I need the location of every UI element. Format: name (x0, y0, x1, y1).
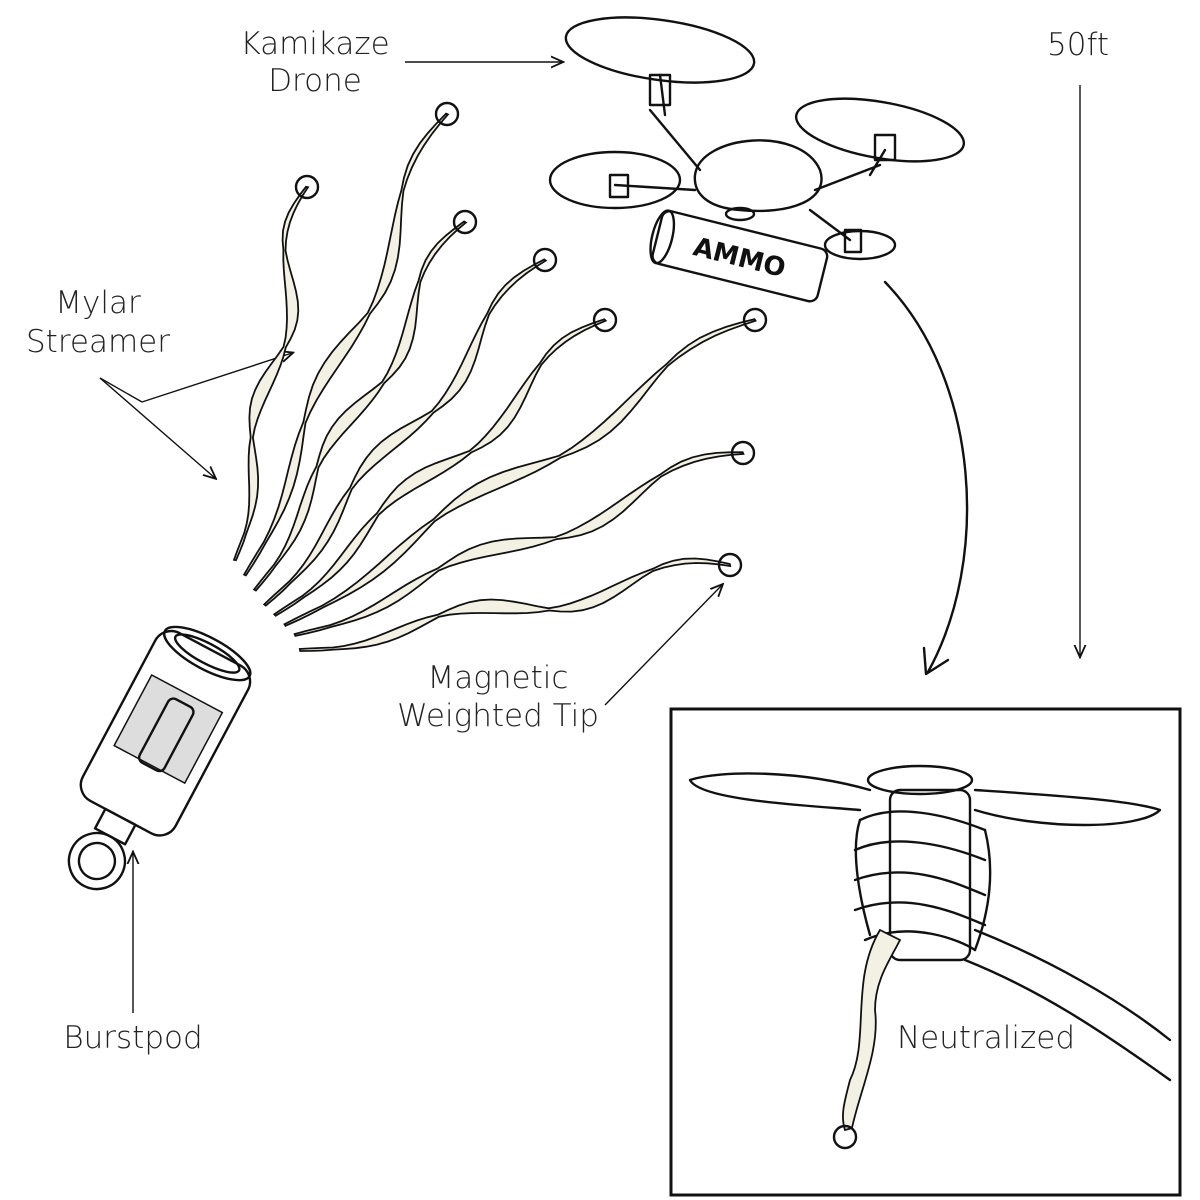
magnetic-tip (452, 209, 478, 235)
mylar-streamer (262, 258, 548, 607)
ammo-canister: AMMO (649, 209, 829, 303)
label-tip-line1: Magnetic (428, 660, 569, 696)
label-streamer-line1: Mylar (55, 285, 141, 321)
magnetic-tip (742, 307, 768, 333)
label-drone-line1: Kamikaze (240, 26, 389, 62)
mylar-streamers (232, 101, 768, 652)
label-streamer-line2: Streamer (26, 324, 170, 360)
label-neutralized: Neutralized (897, 1020, 1075, 1056)
magnetic-tip (592, 307, 618, 333)
mylar-streamer (293, 451, 745, 637)
burstpod-illustration (67, 625, 252, 891)
neutralized-inset: Neutralized (669, 707, 1182, 1197)
mylar-streamer (272, 318, 608, 617)
magnetic-tip (434, 101, 460, 127)
magnetic-tip (730, 440, 756, 466)
kamikaze-drone-illustration (548, 16, 966, 261)
label-burstpod: Burstpod (63, 1020, 202, 1056)
annotation-arrows (99, 62, 1080, 1013)
magnetic-tip (294, 174, 320, 200)
mylar-streamer (242, 112, 450, 577)
mylar-streamer (283, 318, 757, 627)
label-drone-line2: Drone (268, 63, 362, 99)
magnetic-tip (717, 552, 743, 578)
mylar-streamer (298, 557, 732, 652)
label-height: 50ft (1047, 27, 1109, 63)
mylar-streamer (252, 220, 468, 592)
label-tip-line2: Weighted Tip (397, 698, 599, 734)
magnetic-tip (532, 247, 558, 273)
mylar-streamer (232, 185, 310, 562)
